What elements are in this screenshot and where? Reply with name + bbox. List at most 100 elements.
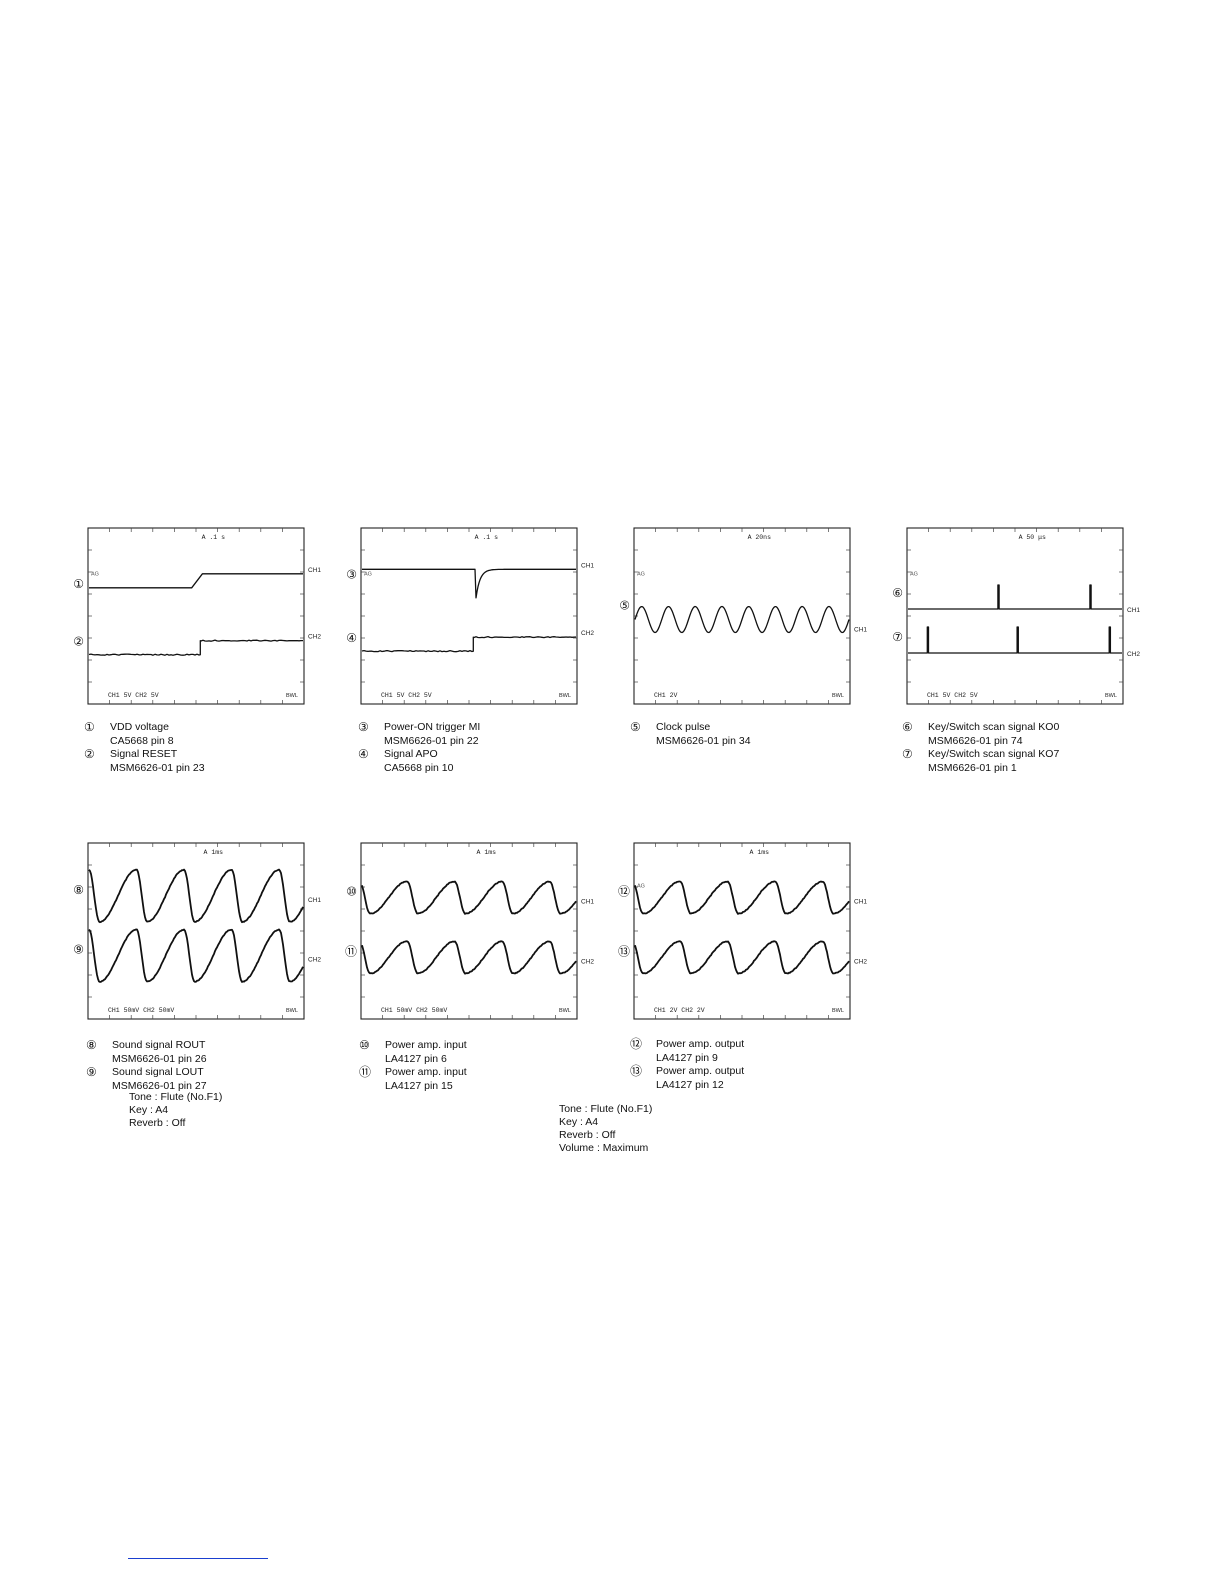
graticule-ticks: [88, 528, 304, 704]
caption-number: ①: [84, 720, 95, 734]
channel-settings: CH1 50mV CH2 50mV: [108, 1007, 174, 1014]
channel-marker: ⑨: [73, 943, 84, 957]
channel-label: CH1: [581, 562, 594, 569]
caption-title: Power amp. output: [656, 1038, 745, 1050]
timebase-label: A 1ms: [204, 849, 224, 856]
caption-subtitle: MSM6626-01 pin 23: [110, 761, 205, 774]
caption-number: ⑦: [902, 747, 913, 761]
caption-subtitle: MSM6626-01 pin 22: [384, 734, 479, 747]
channel-label: CH1: [308, 567, 321, 574]
caption-item: ⑪ Power amp. input: [359, 1065, 467, 1080]
caption-title: Key/Switch scan signal KO0: [928, 721, 1060, 733]
channel-marker: ②: [73, 635, 84, 649]
graticule-ticks: [88, 843, 304, 1019]
channel-marker: ⑪: [345, 944, 357, 958]
caption-subtitle: MSM6626-01 pin 27: [112, 1079, 207, 1092]
channel-marker: ⑤: [619, 599, 630, 613]
caption-subtitle: MSM6626-01 pin 74: [928, 734, 1023, 747]
bwl-label: BWL: [559, 693, 571, 699]
note-line: Reverb : Off: [129, 1117, 186, 1129]
graticule-ticks: [361, 528, 577, 704]
ag-marker: AG: [910, 572, 918, 578]
timebase-label: A 20ns: [748, 534, 772, 541]
channel-marker: ④: [346, 631, 357, 645]
graticule-frame: [360, 842, 578, 1020]
waveform-trace-2: [634, 940, 850, 975]
caption-title: Clock pulse: [656, 721, 711, 733]
waveform-trace-1: [634, 880, 850, 915]
graticule-frame: [87, 527, 305, 705]
channel-marker: ⑧: [73, 883, 84, 897]
caption-number: ⑩: [359, 1038, 370, 1052]
waveform-trace-1: [89, 573, 303, 589]
timebase-label: A 1ms: [477, 849, 497, 856]
graticule-ticks: [634, 843, 850, 1019]
channel-settings: CH1 5V CH2 5V: [927, 692, 978, 699]
scope-screen: A .1 s AG CH1 5V CH2 5V BWL CH1 ③ CH2 ④: [346, 527, 594, 705]
caption-title: Power amp. input: [385, 1039, 467, 1051]
bwl-label: BWL: [286, 1008, 298, 1014]
caption-subtitle: MSM6626-01 pin 26: [112, 1052, 207, 1065]
notes-sound-conditions: Tone : Flute (No.F1) Key : A4 Reverb : O…: [129, 1091, 222, 1130]
graticule-frame: [906, 527, 1124, 705]
timebase-label: A .1 s: [202, 534, 226, 541]
caption-number: ⑧: [86, 1038, 97, 1052]
graticule-frame: [633, 842, 851, 1020]
caption-item: ⑤ Clock pulse: [630, 720, 751, 735]
caption-number: ⑤: [630, 720, 641, 734]
caption-item: ⑧ Sound signal ROUT: [86, 1038, 207, 1053]
bwl-label: BWL: [286, 693, 298, 699]
bwl-label: BWL: [559, 1008, 571, 1014]
graticule-ticks: [361, 843, 577, 1019]
caption-number: ②: [84, 747, 95, 761]
graticule-ticks: [634, 528, 850, 704]
caption-title: Power amp. input: [385, 1066, 467, 1078]
channel-label: CH2: [1127, 651, 1140, 658]
caption-title: Sound signal ROUT: [112, 1039, 206, 1051]
notes-amp-conditions: Tone : Flute (No.F1) Key : A4 Reverb : O…: [559, 1103, 652, 1155]
note-line: Reverb : Off: [559, 1129, 616, 1141]
caption-title: Key/Switch scan signal KO7: [928, 748, 1060, 760]
channel-label: CH1: [308, 897, 321, 904]
graticule-frame: [360, 527, 578, 705]
channel-label: CH1: [854, 627, 867, 634]
channel-label: CH2: [581, 630, 594, 637]
channel-marker: ③: [346, 567, 357, 581]
caption-subtitle: LA4127 pin 12: [656, 1078, 724, 1091]
caption-item: ⑦ Key/Switch scan signal KO7: [902, 747, 1060, 762]
bwl-label: BWL: [1105, 693, 1117, 699]
ag-marker: AG: [364, 572, 372, 578]
channel-marker: ⑬: [618, 944, 630, 958]
caption-title: Power amp. output: [656, 1065, 745, 1077]
note-line: Key : A4: [129, 1104, 169, 1116]
channel-settings: CH1 5V CH2 5V: [108, 692, 159, 699]
waveform-trace-1: [361, 880, 577, 915]
channel-label: CH2: [854, 958, 867, 965]
channel-label: CH1: [581, 899, 594, 906]
caption-number: ⑪: [359, 1065, 372, 1079]
caption-subtitle: LA4127 pin 6: [385, 1052, 447, 1065]
channel-settings: CH1 5V CH2 5V: [381, 692, 432, 699]
timebase-label: A 50 μs: [1019, 534, 1046, 541]
note-line: Tone : Flute (No.F1): [129, 1091, 223, 1103]
timebase-label: A .1 s: [475, 534, 499, 541]
caption-number: ④: [358, 747, 369, 761]
note-line: Volume : Maximum: [559, 1142, 649, 1154]
channel-settings: CH1 2V CH2 2V: [654, 1007, 705, 1014]
ag-marker: AG: [91, 572, 99, 578]
channel-settings: CH1 50mV CH2 50mV: [381, 1007, 447, 1014]
